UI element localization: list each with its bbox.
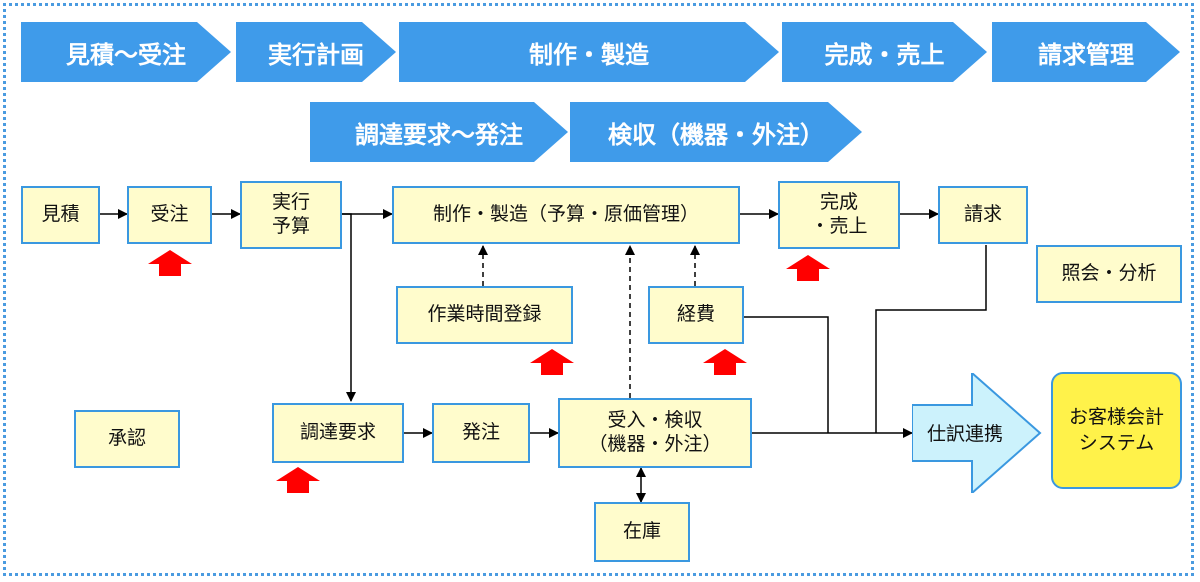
input-arrow-icon-completion [786,255,830,281]
phase-estimate-order: 見積～受注 [21,22,231,82]
line-invoice-to-journal [875,245,987,433]
phase-completion-sales: 完成・売上 [782,22,987,82]
box-receipt-inspection: 受入・検収 （機器・外注） [558,398,752,468]
journal-link-arrow-shape [912,373,1042,493]
box-order-received: 受注 [127,186,212,244]
phase-production: 制作・製造 [399,22,779,82]
phase-procurement-order: 調達要求～発注 [310,102,568,162]
box-inquiry-analysis: 照会・分析 [1036,245,1182,303]
box-approval: 承認 [74,410,180,468]
input-arrow-icon-expenses [703,349,747,375]
box-production-management: 制作・製造（予算・原価管理） [392,186,740,244]
box-inventory: 在庫 [594,502,690,562]
box-work-time-entry: 作業時間登録 [396,286,573,344]
phase-inspection: 検収（機器・外注） [570,102,862,162]
arrow-budget-to-procurement [342,213,356,402]
box-procurement-request: 調達要求 [272,403,404,463]
box-customer-accounting-system: お客様会計 システム [1051,372,1182,489]
phase-execution-plan: 実行計画 [236,22,396,82]
box-completion: 完成 ・売上 [778,181,900,249]
input-arrow-icon-procurement [276,467,320,493]
phase-billing-management: 請求管理 [992,22,1180,82]
box-expenses: 経費 [648,286,744,344]
input-arrow-icon-order [148,250,192,276]
box-invoice: 請求 [938,186,1028,244]
dotted-frame [3,3,1194,576]
line-expenses-to-journal [744,316,829,433]
box-budget: 実行 予算 [240,181,342,249]
box-estimate: 見積 [21,186,100,244]
journal-link-label: 仕訳連携 [926,422,1003,445]
input-arrow-icon-worktime [530,349,574,375]
box-purchase-order: 発注 [432,403,530,463]
